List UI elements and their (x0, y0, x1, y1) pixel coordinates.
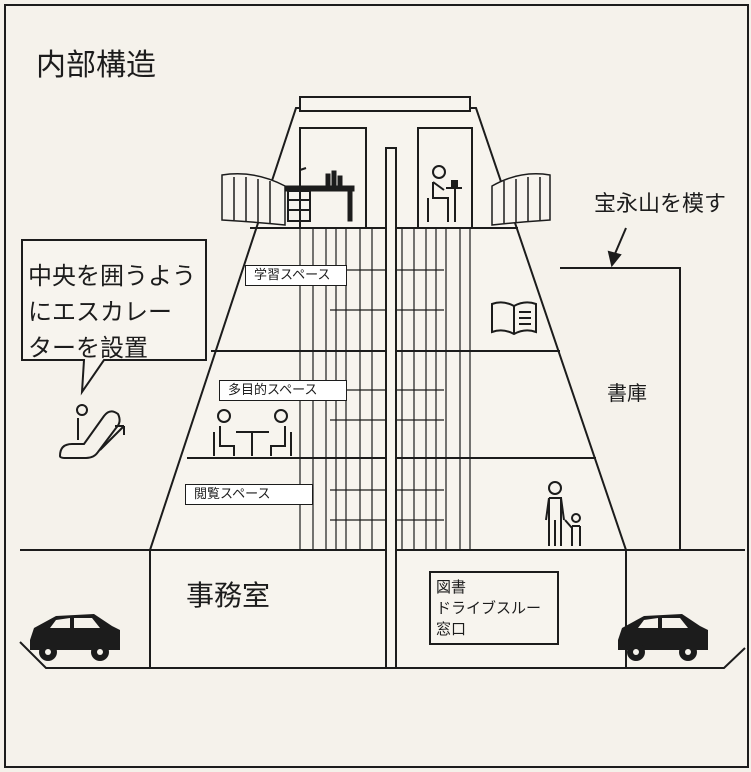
escalator-shaft-right (401, 228, 471, 550)
car-icon (30, 614, 120, 661)
central-pillar (385, 147, 397, 669)
diagram-title: 内部構造 (36, 48, 156, 83)
mountain-note: 宝永山を模す (594, 192, 727, 217)
road-left (19, 641, 150, 669)
escalator-steps (330, 269, 444, 521)
car-icon-right (618, 614, 708, 661)
escalator-callout-text: 中央を囲うよう にエスカレー ターを設置 (28, 262, 196, 362)
stacks-label: 書庫 (607, 381, 647, 405)
drive-through-box (429, 571, 559, 645)
callout-box (21, 239, 207, 396)
office-label: 事務室 (186, 579, 271, 612)
road-right (626, 647, 746, 669)
drum-right (491, 173, 551, 226)
top-room-right (417, 127, 473, 228)
multipurpose-space-tag: 多目的スペース (219, 380, 347, 401)
drive-through-label: 図書 ドライブスルー 窓口 (436, 578, 542, 638)
drum-left (221, 173, 286, 226)
arrow-head (607, 250, 622, 268)
parent-child-icon (545, 481, 581, 546)
stacks-outline (560, 267, 681, 550)
book-icon (491, 301, 537, 336)
mountain-arrow (613, 227, 627, 257)
roof-cap (299, 96, 471, 112)
person-at-desk-icon (427, 165, 462, 222)
meeting-icon (213, 409, 292, 456)
escalator-icon (58, 404, 125, 459)
reading-space-tag: 閲覧スペース (185, 484, 313, 505)
desk-icon (285, 167, 355, 222)
study-space-tag: 学習スペース (245, 265, 347, 286)
